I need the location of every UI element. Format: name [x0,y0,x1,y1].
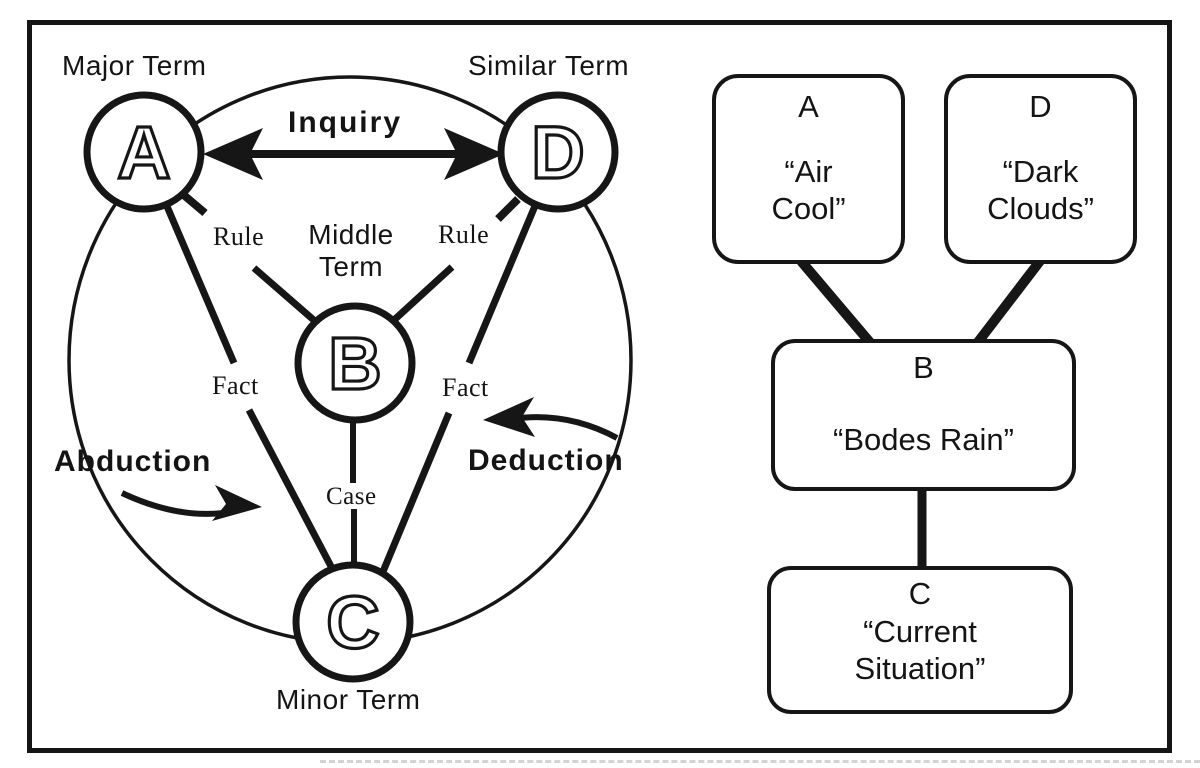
label-abduction: Abduction [54,445,212,478]
box-b-quote: “Bodes Rain” [833,422,1014,457]
inquiry-arrowhead-left [203,128,263,180]
edge-a-c-lower [245,408,339,576]
label-inquiry: Inquiry [288,106,403,139]
node-circle-b [294,302,416,424]
edge-a-c-upper [162,202,238,365]
connector-boxa-boxb [797,257,877,350]
label-fact-right: Fact [442,373,489,402]
label-deduction: Deduction [468,444,624,477]
box-b-bodes-rain: B “Bodes Rain” [771,339,1076,491]
label-middle-term: Middle Term [308,219,394,282]
box-d-dark-clouds: D “Dark Clouds” [944,74,1137,264]
node-letter-c: C [325,579,382,665]
label-rule-right: Rule [438,220,490,249]
box-d-quote: “Dark Clouds” [987,154,1094,226]
box-a-air-cool: A “Air Cool” [712,74,905,264]
outer-border [27,20,1172,753]
box-d-letter: D [1029,89,1052,124]
label-major-term: Major Term [62,50,207,81]
box-c-quote: “Current Situation” [854,614,986,686]
box-a-letter: A [798,89,819,124]
node-letter-d: D [530,109,587,195]
label-fact-left: Fact [212,371,259,400]
node-letter-b: B [327,320,384,406]
node-circle-d [497,91,619,213]
label-case: Case [326,483,377,510]
box-c-letter: C [908,576,932,611]
edge-d-c-lower [378,411,453,576]
node-circle-c [292,561,414,683]
edge-d-b-stub [495,196,521,222]
label-rule-left: Rule [213,222,265,251]
box-b-letter: B [913,350,934,385]
edge-d-b-segment [390,264,455,324]
inquiry-arrowhead-right [444,128,504,180]
edge-a-b-segment [251,265,319,325]
scan-artifact-dashed-line [320,760,1200,763]
label-minor-term: Minor Term [276,684,421,715]
connector-boxd-boxb [971,257,1044,350]
label-similar-term: Similar Term [468,50,630,81]
abduction-arrowhead [212,485,262,521]
node-circle-a [83,91,205,213]
box-c-current-situation: C “Current Situation” [767,566,1073,714]
deduction-arrowhead [483,397,535,437]
node-letter-a: A [116,109,173,195]
deduction-arrow-curve [511,414,619,441]
box-a-quote: “Air Cool” [771,154,846,226]
edge-d-c-upper [465,204,539,365]
